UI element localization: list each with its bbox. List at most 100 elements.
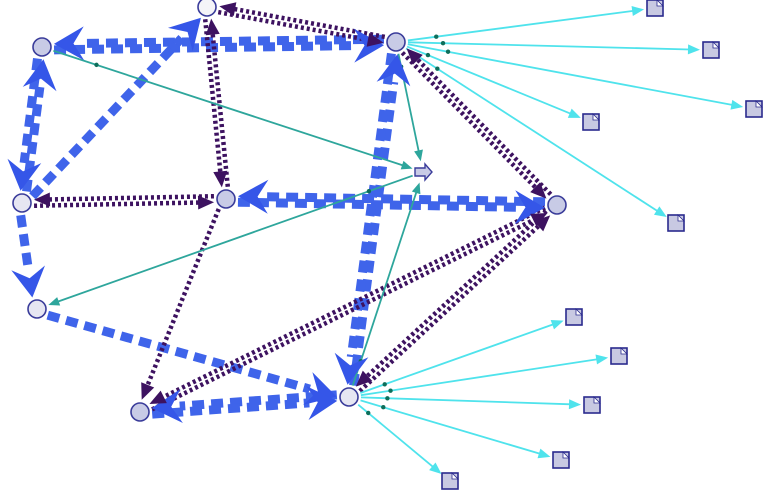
edge-marker-dot [366, 188, 372, 194]
circle-node-n2 [197, 0, 217, 17]
square-node-corner-s10 [451, 472, 459, 480]
edge-marker-dot [381, 404, 386, 410]
edge-purple-n8-n6 [151, 217, 537, 412]
edge-purple-n4-n5 [34, 200, 201, 209]
square-node-s1 [646, 0, 664, 17]
arrowhead-blue-to-n1 [22, 59, 57, 92]
edge-blue-n9-n8 [179, 390, 338, 411]
edge-purple-n6-n8 [160, 205, 546, 400]
edge-purple-n6-n3 [414, 56, 553, 196]
arrowhead-cyan-to-s9 [537, 448, 551, 459]
arrowhead-purple-to-n5 [197, 195, 215, 210]
edge-blue-n6-n5 [265, 192, 546, 207]
square-node-s6 [565, 308, 583, 326]
square-node-s9 [552, 451, 570, 469]
edge-blue-n4-n2 [29, 35, 185, 200]
arrowhead-blue-to-n7 [11, 265, 45, 298]
square-node-corner-s9 [562, 451, 570, 459]
arrowhead-blue-to-n6 [514, 190, 545, 225]
square-node-s3 [745, 100, 763, 118]
edge-cyan-n9-s6 [360, 323, 555, 394]
edge-blue-n8-n9 [151, 398, 310, 419]
arrowhead-blue-to-n9 [334, 352, 369, 385]
edge-cyan-n3-s5 [405, 47, 659, 213]
circle-node-n7 [27, 299, 47, 319]
edge-purple-n5-n2 [210, 32, 231, 187]
square-node-corner-s8 [593, 396, 601, 404]
arrowhead-blue-to-n5 [238, 179, 269, 214]
arrowhead-cyan-to-s7 [595, 354, 609, 365]
arrowhead-purple-to-n8 [141, 382, 155, 400]
square-node-s2 [702, 41, 720, 59]
edge-marker-dot [435, 66, 440, 71]
arrowhead-purple-to-n5 [213, 170, 228, 188]
arrowhead-purple-to-n2 [219, 2, 237, 17]
square-node-s5 [667, 214, 685, 232]
edge-cyan-n3-s4 [406, 45, 572, 115]
square-node-corner-s1 [656, 0, 664, 7]
arrowhead-blue-to-n3 [376, 54, 411, 87]
edge-blue-n1-n4 [19, 57, 42, 164]
edge-cyan-n9-s8 [360, 396, 572, 406]
edge-purple-n2-n5 [202, 19, 223, 174]
arrowhead-teal-to-n7 [48, 297, 61, 306]
edge-teal-n9-n10 [351, 190, 418, 386]
edge-purple-n9-n6 [358, 223, 542, 393]
arrowhead-cyan-to-s3 [730, 99, 744, 110]
square-node-corner-s4 [592, 113, 600, 121]
square-node-corner-s7 [620, 347, 628, 355]
edge-marker-dot [434, 34, 439, 39]
circle-node-n6 [547, 195, 567, 215]
arrowhead-cyan-to-s10 [429, 462, 442, 474]
arrowhead-blue-to-n8 [151, 389, 183, 423]
arrowhead-cyan-to-s2 [687, 44, 701, 55]
edge-purple-n2-n3 [217, 9, 371, 43]
arrowhead-teal-to-n10 [400, 160, 413, 170]
edge-marker-dot [440, 40, 446, 46]
edge-blue-n3-n1 [81, 34, 385, 48]
arrowhead-purple-to-n8 [149, 390, 167, 404]
edge-marker-dot [445, 49, 451, 54]
square-node-s7 [610, 347, 628, 365]
arrowhead-cyan-to-s4 [567, 108, 581, 118]
arrowhead-purple-to-n4 [33, 192, 51, 207]
edge-purple-n3-n6 [400, 51, 539, 191]
circle-node-n4 [12, 193, 32, 213]
edge-cyan-n3-s1 [407, 9, 635, 42]
circle-node-n9 [339, 387, 359, 407]
arrowhead-cyan-to-s8 [568, 399, 582, 410]
square-node-corner-s3 [755, 100, 763, 108]
arrowhead-purple-to-n3 [366, 32, 384, 47]
edge-blue-n7-n9 [46, 310, 311, 394]
arrowhead-blue-to-n2 [167, 17, 201, 52]
arrowhead-layer [7, 2, 744, 474]
circle-node-n3 [386, 32, 406, 52]
edge-purple-n5-n8 [144, 208, 221, 388]
edge-blue-n4-n1 [22, 86, 45, 193]
edge-cyan-n3-s2 [407, 41, 691, 51]
edge-purple-n5-n4 [47, 193, 214, 202]
square-node-corner-s6 [575, 308, 583, 316]
node-layer [12, 0, 763, 490]
square-node-s10 [441, 472, 459, 490]
arrowhead-cyan-to-s6 [550, 319, 564, 330]
edge-blue-n9-n3 [349, 81, 399, 387]
circle-node-n5 [216, 189, 236, 209]
arrowhead-teal-to-n10 [414, 149, 423, 162]
arrowhead-purple-to-n6 [530, 182, 547, 199]
arrow-shaped-node-n10 [414, 162, 433, 182]
edge-purple-n6-n9 [364, 209, 548, 379]
arrowhead-blue-to-n4 [7, 158, 42, 191]
edge-marker-dot [385, 396, 390, 401]
arrowhead-cyan-to-s5 [653, 206, 667, 218]
square-node-s4 [582, 113, 600, 131]
circle-node-n1 [32, 37, 52, 57]
arrowhead-purple-to-n9 [355, 370, 373, 387]
edge-marker-dot [366, 410, 371, 416]
edge-blue-n4-n7 [16, 214, 33, 271]
edge-teal-n1-n10 [53, 49, 405, 167]
edge-purple-n3-n2 [232, 6, 386, 40]
arrowhead-teal-to-n10 [411, 182, 421, 195]
arrowhead-blue-to-n9 [306, 386, 338, 420]
